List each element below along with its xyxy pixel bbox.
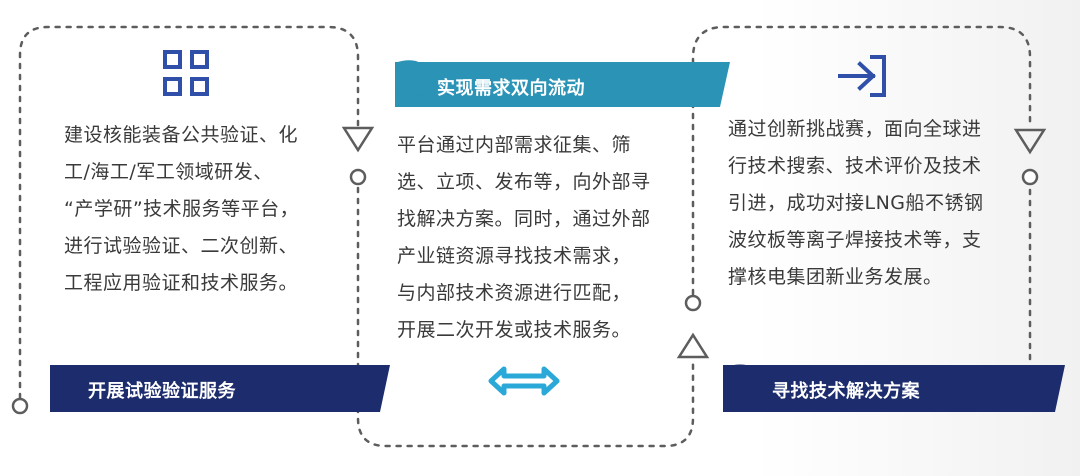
node-circle (684, 294, 702, 312)
grid-icon (163, 50, 209, 96)
step3-line: 行技术搜索、技术评价及技术 (728, 155, 982, 177)
step2-line: 选、立项、发布等，向外部寻 (397, 171, 651, 193)
connector-step1 (18, 25, 1032, 448)
double-arrow-icon (488, 366, 560, 396)
step2-number: 2 (391, 51, 430, 116)
step1-line: “产学研”技术服务等平台， (64, 198, 300, 220)
step3-line: 通过创新挑战赛，面向全球进 (728, 118, 982, 140)
step3-title: 寻找技术解决方案 (772, 381, 920, 402)
arrow-down-icon (1013, 128, 1047, 155)
step1-line: 建设核能装备公共验证、化 (64, 124, 299, 146)
step3-line: 波纹板等离子焊接技术等，支 (728, 229, 982, 251)
step1-line: 工/海工/军工领域研发、 (64, 161, 273, 183)
step2-line: 开展二次开发或技术服务。 (397, 319, 632, 341)
step2-line: 与内部技术资源进行匹配， (397, 282, 632, 304)
step2-description: 平台通过内部需求征集、筛 选、立项、发布等，向外部寻 找解决方案。同时，通过外部… (397, 127, 651, 349)
step3-description: 通过创新挑战赛，面向全球进 行技术搜索、技术评价及技术 引进，成功对接LNG船不… (728, 111, 984, 296)
step1-description: 建设核能装备公共验证、化 工/海工/军工领域研发、 “产学研”技术服务等平台， … (64, 117, 299, 302)
step2-line: 平台通过内部需求征集、筛 (397, 134, 632, 156)
step1-banner (50, 365, 390, 412)
step1-title: 开展试验验证服务 (88, 381, 236, 402)
step3-line: 引进，成功对接LNG船不锈钢 (728, 192, 984, 214)
step1-line: 工程应用验证和技术服务。 (64, 272, 299, 294)
step2-line: 产业链资源寻找技术需求， (397, 245, 632, 267)
node-circle (349, 168, 367, 186)
arrow-up-icon (676, 332, 710, 359)
step1-number: 1 (50, 355, 91, 423)
node-circle (11, 397, 29, 415)
enter-arrow-icon (838, 55, 886, 97)
node-circle (1021, 168, 1039, 186)
step2-banner (395, 62, 730, 107)
step3-number: 3 (722, 355, 761, 420)
step2-title: 实现需求双向流动 (437, 78, 585, 99)
step3-line: 撑核电集团新业务发展。 (728, 266, 943, 288)
step3-banner (723, 365, 1065, 412)
step1-line: 进行试验验证、二次创新、 (64, 235, 299, 257)
step2-line: 找解决方案。同时，通过外部 (397, 208, 651, 230)
arrow-down-icon (341, 126, 375, 153)
